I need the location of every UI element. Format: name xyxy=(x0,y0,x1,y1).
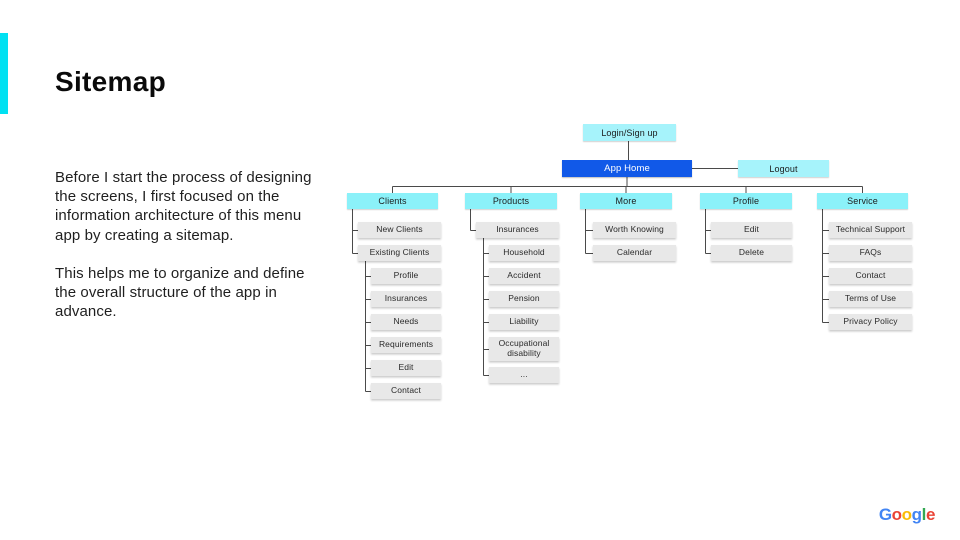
google-logo-letter: o xyxy=(891,505,902,524)
node-service-technical-support: Technical Support xyxy=(829,222,912,238)
node-products-occupational-disability: Occupational disability xyxy=(489,337,559,361)
node-profile-edit: Edit xyxy=(711,222,792,238)
node-more-calendar: Calendar xyxy=(593,245,676,261)
node-products-accident: Accident xyxy=(489,268,559,284)
intro-paragraph-1: Before I start the process of designing … xyxy=(55,169,312,244)
node-service-contact: Contact xyxy=(829,268,912,284)
node-clients-contact: Contact xyxy=(371,383,441,399)
node-service-terms-of-use: Terms of Use xyxy=(829,291,912,307)
node-clients-insurances: Insurances xyxy=(371,291,441,307)
node-profile-delete: Delete xyxy=(711,245,792,261)
node-products-insurances: Insurances xyxy=(476,222,559,238)
node-clients-existing-clients: Existing Clients xyxy=(358,245,441,261)
google-logo-letter: o xyxy=(901,505,912,524)
branch-header-more: More xyxy=(580,193,672,209)
node-login-signup: Login/Sign up xyxy=(583,124,676,141)
node-service-privacy-policy: Privacy Policy xyxy=(829,314,912,330)
node-products-household: Household xyxy=(489,245,559,261)
google-logo-letter: G xyxy=(878,505,892,524)
google-logo-letter: e xyxy=(925,505,935,524)
google-logo: Google xyxy=(878,505,936,525)
node-products-pension: Pension xyxy=(489,291,559,307)
accent-bar xyxy=(0,33,8,114)
node-products-liability: Liability xyxy=(489,314,559,330)
google-logo-letter: l xyxy=(921,505,927,524)
node-clients-edit: Edit xyxy=(371,360,441,376)
branch-header-profile: Profile xyxy=(700,193,792,209)
node-clients-needs: Needs xyxy=(371,314,441,330)
page-title: Sitemap xyxy=(55,66,167,97)
branch-header-service: Service xyxy=(817,193,908,209)
node-service-faqs: FAQs xyxy=(829,245,912,261)
branch-header-products: Products xyxy=(465,193,557,209)
node-clients-profile: Profile xyxy=(371,268,441,284)
branch-header-clients: Clients xyxy=(347,193,438,209)
node-logout: Logout xyxy=(738,160,829,177)
google-logo-letter: g xyxy=(911,505,922,524)
intro-text: Before I start the process of designing … xyxy=(55,168,315,340)
node-more-worth-knowing: Worth Knowing xyxy=(593,222,676,238)
node-clients-new-clients: New Clients xyxy=(358,222,441,238)
node-clients-requirements: Requirements xyxy=(371,337,441,353)
node-products-ellipsis: ... xyxy=(489,367,559,383)
node-app-home: App Home xyxy=(562,160,692,177)
intro-paragraph-2: This helps me to organize and define the… xyxy=(55,264,305,321)
